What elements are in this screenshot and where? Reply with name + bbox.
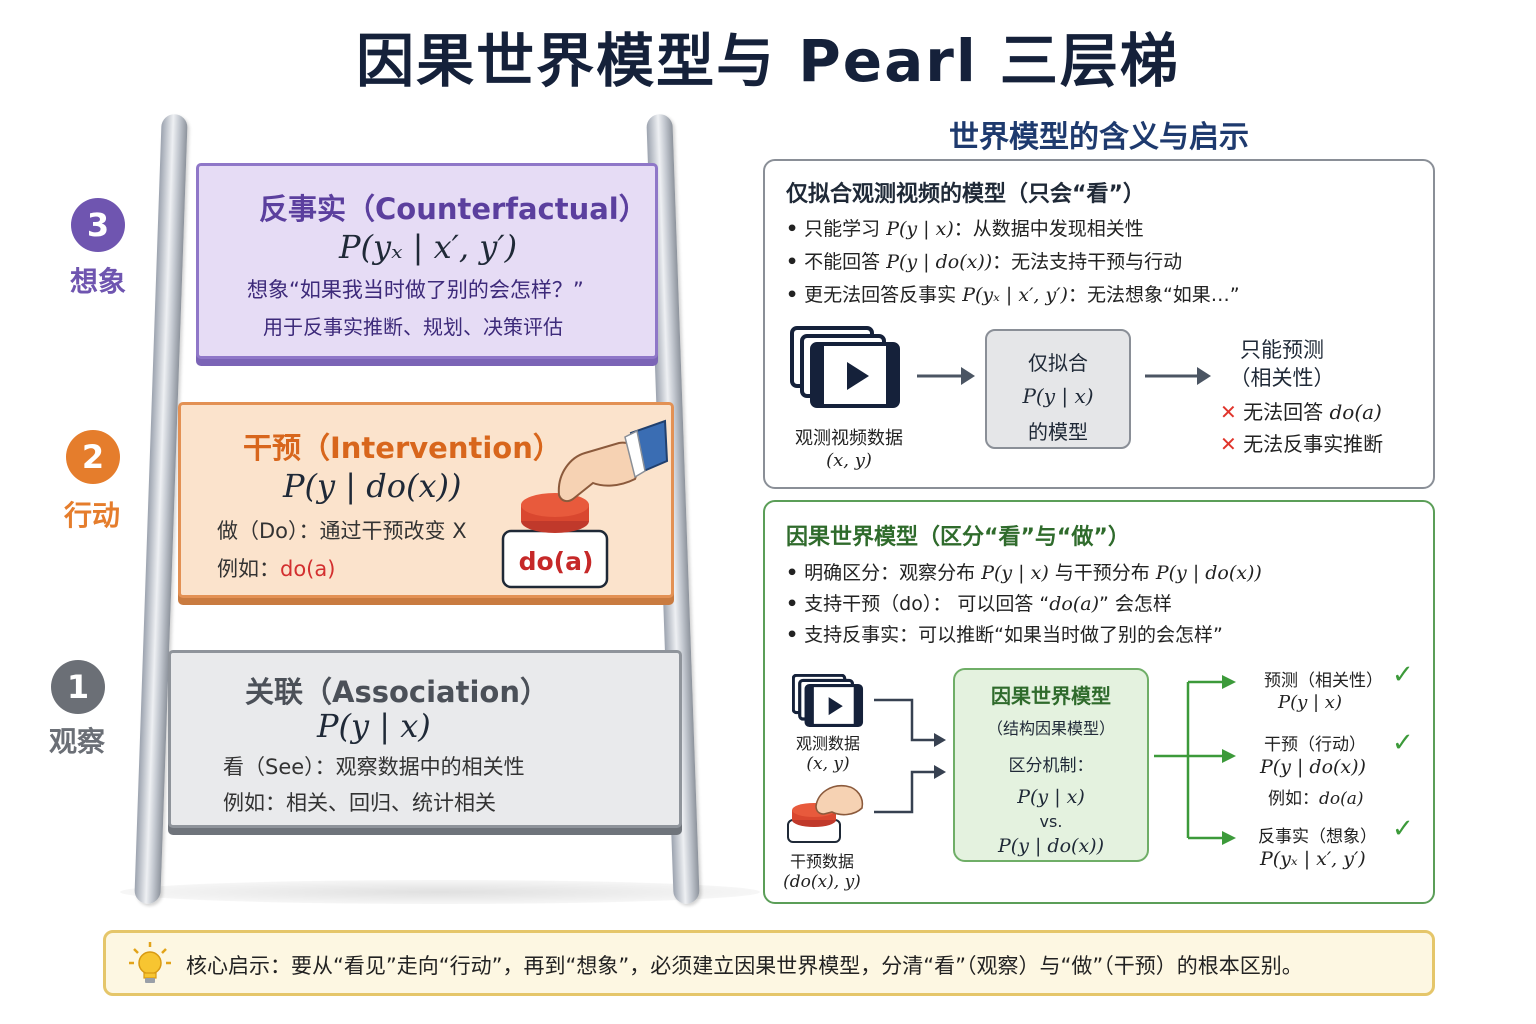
- arrow-fit-to-result: [1145, 367, 1211, 385]
- rung-association: 关联（Association） P(y | x) 看（See）：观察数据中的相关…: [168, 650, 682, 828]
- rung-intervention-formula: P(y | do(x)): [283, 467, 462, 505]
- fit-model-box: 仅拟合 P(y | x) 的模型: [985, 329, 1131, 449]
- output-intervene-label: 干预（行动）: [1264, 735, 1366, 755]
- causal-box-m1: P(y | x): [1017, 786, 1085, 808]
- causal-box-mech: 区分机制：: [1008, 756, 1094, 776]
- bottom-bullet-3: •支持反事实：可以推断“如果当时做了别的会怎样”: [786, 624, 1223, 646]
- causal-box-vs: vs.: [1039, 812, 1063, 831]
- rung-counterfactual-line-2: 用于反事实推断、规划、决策评估: [263, 315, 563, 339]
- observed-data-math: (x, y): [806, 754, 850, 774]
- rung-counterfactual: 反事实（Counterfactual） P(yₓ | x′, y′) 想象“如果…: [196, 163, 658, 359]
- check-icon: ✓: [1392, 728, 1414, 758]
- result-title: 只能预测: [1240, 338, 1324, 362]
- fit-box-line-3: 的模型: [1028, 420, 1088, 444]
- result-sub: （相关性）: [1229, 366, 1335, 390]
- example-prefix: 例如：: [217, 557, 280, 581]
- intervention-data-math: (do(x), y): [783, 872, 861, 892]
- video-data-caption: 观测视频数据: [795, 428, 903, 449]
- intervention-data-caption: 干预数据: [789, 852, 854, 871]
- do-button[interactable]: do(a): [518, 547, 594, 576]
- output-counterfactual-math: P(yₓ | x′, y′): [1260, 848, 1366, 870]
- bottom-bullet-1: •明确区分：观察分布 P(y | x) 与干预分布 P(y | do(x)): [786, 562, 1262, 584]
- rung-intervention: 干预（Intervention） P(y | do(x)) 做（Do）：通过干预…: [178, 402, 674, 598]
- rung-intervention-line-1: 做（Do）：通过干预改变 X: [217, 519, 467, 543]
- panel-top-title: 仅拟合观测视频的模型（只会“看”）: [786, 182, 1145, 207]
- rung-intervention-example: 例如：do(a): [217, 553, 335, 583]
- top-bullet-2: •不能回答 P(y | do(x))：无法支持干预与行动: [786, 251, 1183, 273]
- bottom-bullet-2: •支持干预（do）： 可以回答 “do(a)” 会怎样: [786, 593, 1172, 615]
- right-heading: 世界模型的含义与启示: [949, 120, 1249, 155]
- main-title: 因果世界模型与 Pearl 三层梯: [356, 27, 1180, 95]
- intervention-data-icon: [787, 784, 864, 843]
- fit-box-math: P(y | x): [1022, 384, 1094, 408]
- do-button-illustration: [501, 419, 669, 589]
- video-data-math: (x, y): [826, 450, 872, 471]
- top-bullet-3: •更无法回答反事实 P(yₓ | x′, y′)：无法想象“如果…”: [786, 284, 1240, 306]
- insight-bar: 核心启示：要从“看见”走向“行动”，再到“想象”，必须建立因果世界模型，分清“看…: [103, 930, 1435, 996]
- rung-association-line-1: 看（See）：观察数据中的相关性: [223, 755, 525, 779]
- fit-box-line-1: 仅拟合: [1028, 351, 1088, 375]
- check-icon: ✓: [1392, 660, 1414, 690]
- output-counterfactual-label: 反事实（想象）: [1258, 827, 1377, 847]
- example-do-a: do(a): [280, 557, 336, 581]
- rung-intervention-title: 干预（Intervention）: [243, 431, 562, 465]
- input-connectors: [874, 698, 946, 814]
- panel-bottom-title: 因果世界模型（区分“看”与“做”）: [786, 525, 1130, 550]
- rung-counterfactual-line-1: 想象“如果我当时做了别的会怎样？”: [247, 278, 584, 302]
- result-no-do: ✕ 无法回答 do(a): [1220, 400, 1382, 424]
- level-2-badge: 2: [66, 430, 120, 484]
- output-intervene-example: 例如：do(a): [1268, 789, 1364, 809]
- observed-data-caption: 观测数据: [795, 734, 860, 753]
- rung-association-line-2: 例如：相关、回归、统计相关: [223, 791, 496, 815]
- causal-box-sub: （结构因果模型）: [986, 719, 1115, 738]
- rung-association-title: 关联（Association）: [245, 675, 549, 709]
- insight-text: 核心启示：要从“看见”走向“行动”，再到“想象”，必须建立因果世界模型，分清“看…: [186, 954, 1303, 978]
- red-x-icon: ✕: [1220, 432, 1237, 456]
- rung-association-formula: P(y | x): [317, 707, 431, 745]
- output-intervene-math: P(y | do(x)): [1260, 756, 1366, 778]
- top-bullet-1: •只能学习 P(y | x)：从数据中发现相关性: [786, 218, 1144, 240]
- output-predict-math: P(y | x): [1278, 692, 1342, 713]
- check-icon: ✓: [1392, 814, 1414, 844]
- output-predict-label: 预测（相关性）: [1264, 671, 1383, 691]
- level-3-badge: 3: [71, 198, 125, 252]
- causal-box-m2: P(y | do(x)): [998, 835, 1104, 857]
- red-x-icon: ✕: [1220, 400, 1237, 424]
- causal-box-title: 因果世界模型: [991, 684, 1111, 708]
- arrow-video-to-fit: [917, 367, 975, 385]
- result-no-counterfactual: ✕ 无法反事实推断: [1220, 432, 1384, 456]
- rung-counterfactual-formula: P(yₓ | x′, y′): [339, 228, 518, 266]
- level-1-label: 观察: [48, 725, 105, 758]
- causal-model-box: 因果世界模型 （结构因果模型） 区分机制： P(y | x) vs. P(y |…: [953, 668, 1149, 862]
- lightbulb-icon: [129, 942, 171, 983]
- observed-data-icon: [792, 674, 864, 728]
- rung-counterfactual-title: 反事实（Counterfactual）: [259, 192, 648, 226]
- level-2-label: 行动: [63, 499, 120, 532]
- level-1-badge: 1: [51, 660, 105, 714]
- video-data-icon: [790, 326, 900, 408]
- ladder-shadow: [120, 880, 760, 904]
- output-connectors: [1154, 675, 1236, 845]
- level-3-label: 想象: [69, 265, 126, 298]
